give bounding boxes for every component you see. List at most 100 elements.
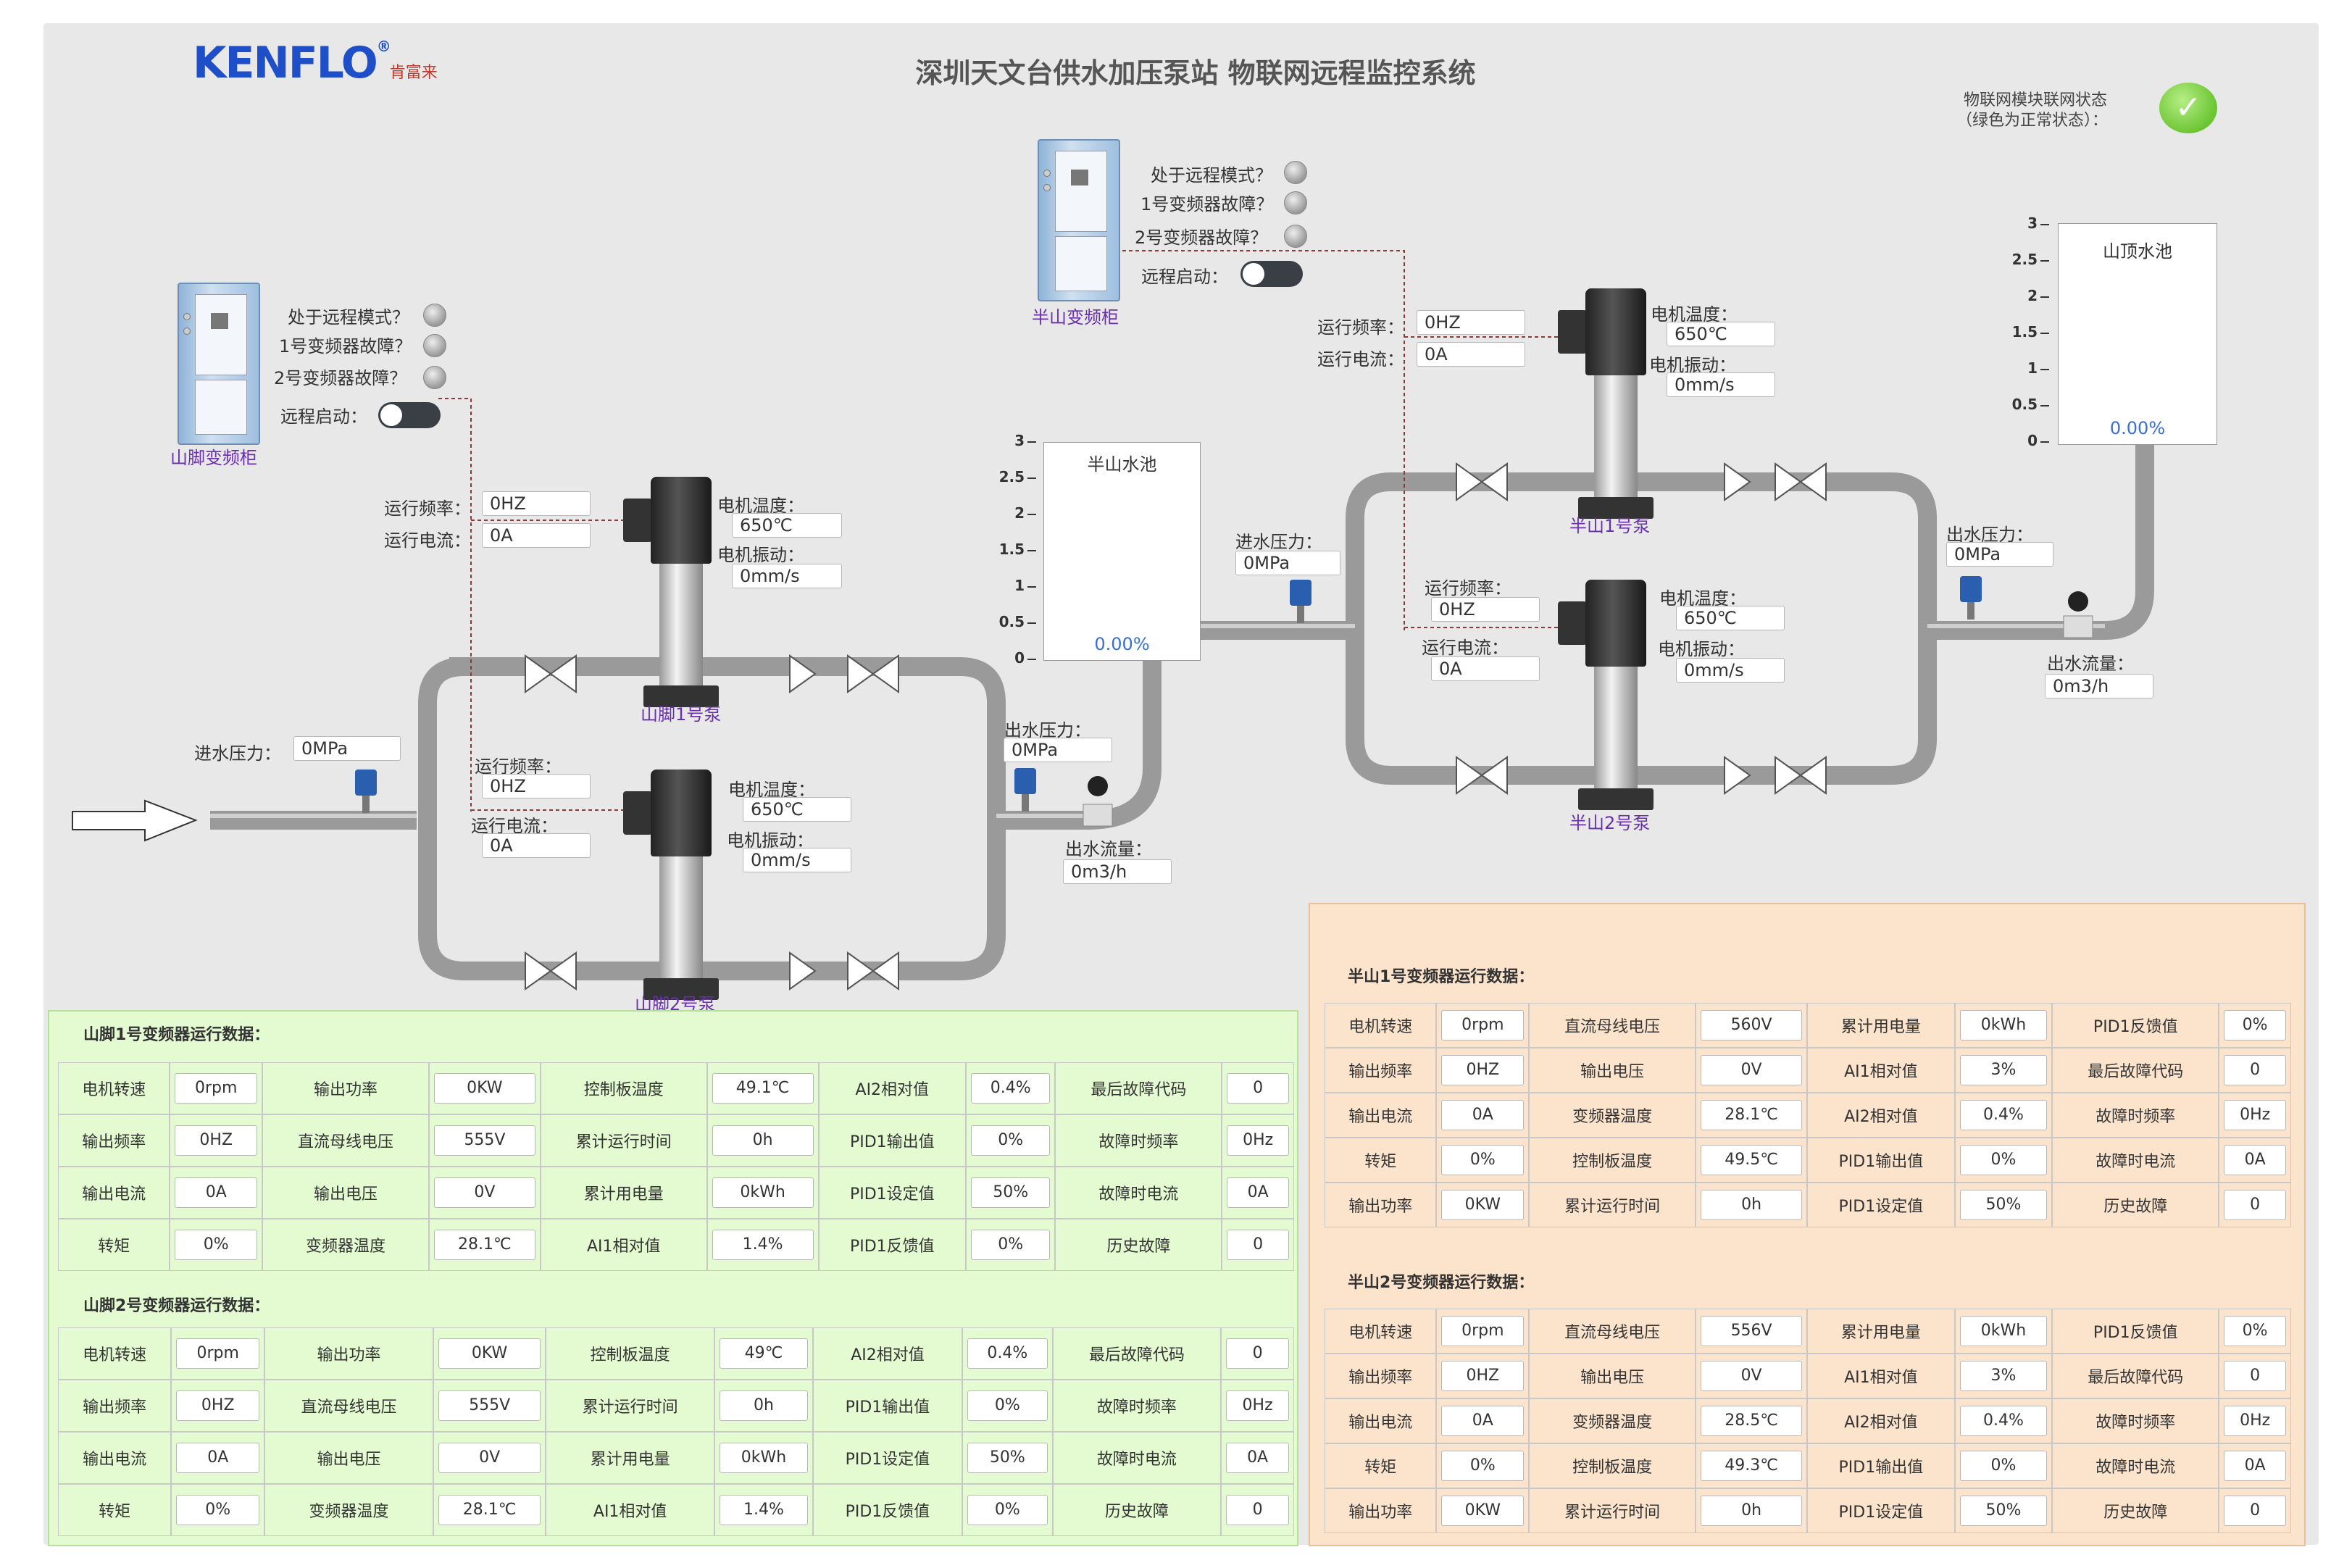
param-value-cell: 0KW [1436, 1488, 1530, 1533]
param-value-cell: 0% [966, 1114, 1056, 1167]
param-value: 556V [1701, 1316, 1803, 1346]
foot-out-flow: 0m3/h [1063, 859, 1172, 884]
param-label: 最后故障代码 [1055, 1062, 1222, 1114]
param-label: 输出功率 [264, 1327, 433, 1380]
mid-remote-start-toggle[interactable] [1240, 261, 1303, 287]
param-label: 控制板温度 [1529, 1138, 1696, 1183]
iot-status-label-2: （绿色为正常状态）： [1956, 112, 2109, 130]
param-value: 0HZ [1441, 1361, 1525, 1391]
logo-brand: KENFLO [193, 38, 378, 88]
param-value: 49.1℃ [712, 1073, 814, 1104]
foot-inv1-fault-label: 1号变频器故障？ [279, 336, 412, 356]
param-value-cell: 555V [428, 1114, 541, 1167]
mid-tank-tick: 2 [993, 504, 1036, 522]
param-value-cell: 0% [170, 1219, 263, 1271]
param-label: 电机转速 [1325, 1003, 1437, 1048]
param-label: 转矩 [58, 1484, 172, 1536]
mid-tank-tick: 3 [993, 432, 1036, 449]
param-value: 0.4% [1959, 1100, 2048, 1130]
top-tank-tick: 2.5 [2006, 251, 2049, 268]
param-value: 0KW [438, 1338, 541, 1369]
mid-pump-1-freq-label: 运行频率： [1317, 317, 1404, 338]
param-value-cell: 0% [962, 1484, 1053, 1536]
param-value: 0 [1226, 1495, 1289, 1525]
foot-remote-start-toggle[interactable] [378, 402, 441, 428]
mid-tank: 半山水池 0.00% [1043, 442, 1201, 661]
param-value-cell: 49℃ [714, 1327, 813, 1380]
param-value: 0h [1701, 1496, 1803, 1526]
param-value-cell: 0% [2219, 1309, 2291, 1354]
mid-pump-2-freq-label: 运行频率： [1425, 578, 1511, 599]
param-value-cell: 0Hz [2219, 1398, 2291, 1443]
param-label: PID1反馈值 [2052, 1003, 2219, 1048]
param-value: 560V [1701, 1010, 1803, 1041]
param-label: AI1相对值 [1807, 1048, 1955, 1093]
param-value: 0Hz [1227, 1125, 1289, 1156]
param-value: 0.4% [1959, 1406, 2048, 1436]
mid-out-pressure-label: 出水压力： [1946, 525, 2033, 545]
param-value-cell: 0% [966, 1219, 1056, 1271]
param-value-cell: 0Hz [1222, 1114, 1294, 1167]
foot-pump-2-icon [623, 770, 725, 1001]
param-label: 最后故障代码 [2052, 1048, 2219, 1093]
foot-inv2-fault-led [423, 366, 446, 389]
param-label: 电机转速 [58, 1062, 170, 1114]
foot-cabinet-icon [178, 283, 260, 445]
param-value: 50% [967, 1443, 1048, 1473]
param-label: 直流母线电压 [262, 1114, 429, 1167]
param-label: 变频器温度 [264, 1484, 433, 1536]
param-value-cell: 50% [962, 1432, 1053, 1484]
param-label: 累计运行时间 [540, 1114, 707, 1167]
mid-pump-2-vib-label: 电机振动： [1658, 639, 1745, 659]
kenflo-logo: KENFLO®肯富来 [193, 38, 438, 88]
param-value-cell: 3% [1954, 1354, 2053, 1398]
mid-tank-tick: 0 [993, 649, 1036, 667]
mid-pump-1-freq: 0HZ [1417, 310, 1525, 335]
param-value-cell: 0 [1222, 1062, 1294, 1114]
mid-pump-1-curr: 0A [1417, 342, 1525, 367]
param-value: 0kWh [712, 1177, 814, 1208]
foot-pump-1-temp: 650℃ [732, 513, 842, 538]
param-value: 0A [175, 1177, 258, 1208]
param-value-cell: 0kWh [1954, 1309, 2053, 1354]
foot-out-pressure: 0MPa [1004, 738, 1112, 762]
param-value-cell: 0 [2219, 1183, 2291, 1227]
param-value: 28.5℃ [1701, 1406, 1803, 1436]
mid-pump-1-vib-label: 电机振动： [1649, 355, 1736, 375]
param-value: 0 [2224, 1496, 2286, 1526]
mid-pump-2-vib: 0mm/s [1676, 658, 1785, 683]
param-label: 故障时频率 [2052, 1093, 2219, 1138]
param-value: 0V [438, 1443, 541, 1473]
param-value: 28.1℃ [1701, 1100, 1803, 1130]
param-value: 0V [433, 1177, 535, 1208]
param-value: 0rpm [1441, 1010, 1525, 1041]
param-value-cell: 0 [1222, 1219, 1294, 1271]
mid-out-flow: 0m3/h [2045, 674, 2153, 698]
param-value: 0% [1441, 1451, 1525, 1481]
mid-pump-1-vib: 0mm/s [1667, 372, 1775, 397]
param-value-cell: 0h [1696, 1183, 1808, 1227]
param-label: 历史故障 [1052, 1484, 1222, 1536]
param-value: 0HZ [176, 1390, 260, 1421]
param-value: 0A [1441, 1100, 1525, 1130]
top-tank-tick: 2 [2006, 287, 2049, 304]
param-value-cell: 0rpm [1436, 1309, 1530, 1354]
param-value: 50% [1959, 1496, 2048, 1526]
param-value: 49℃ [719, 1338, 808, 1369]
param-value: 0rpm [1441, 1316, 1525, 1346]
param-label: AI2相对值 [813, 1327, 962, 1380]
param-value-cell: 0 [2219, 1048, 2291, 1093]
param-value: 50% [1959, 1190, 2048, 1220]
param-value-cell: 0KW [433, 1327, 546, 1380]
param-value-cell: 0h [714, 1380, 813, 1432]
param-value-cell: 0% [171, 1484, 265, 1536]
param-value-cell: 50% [966, 1167, 1056, 1219]
param-value-cell: 0 [2219, 1354, 2291, 1398]
param-value-cell: 0kWh [714, 1432, 813, 1484]
param-label: 变频器温度 [1529, 1398, 1696, 1443]
